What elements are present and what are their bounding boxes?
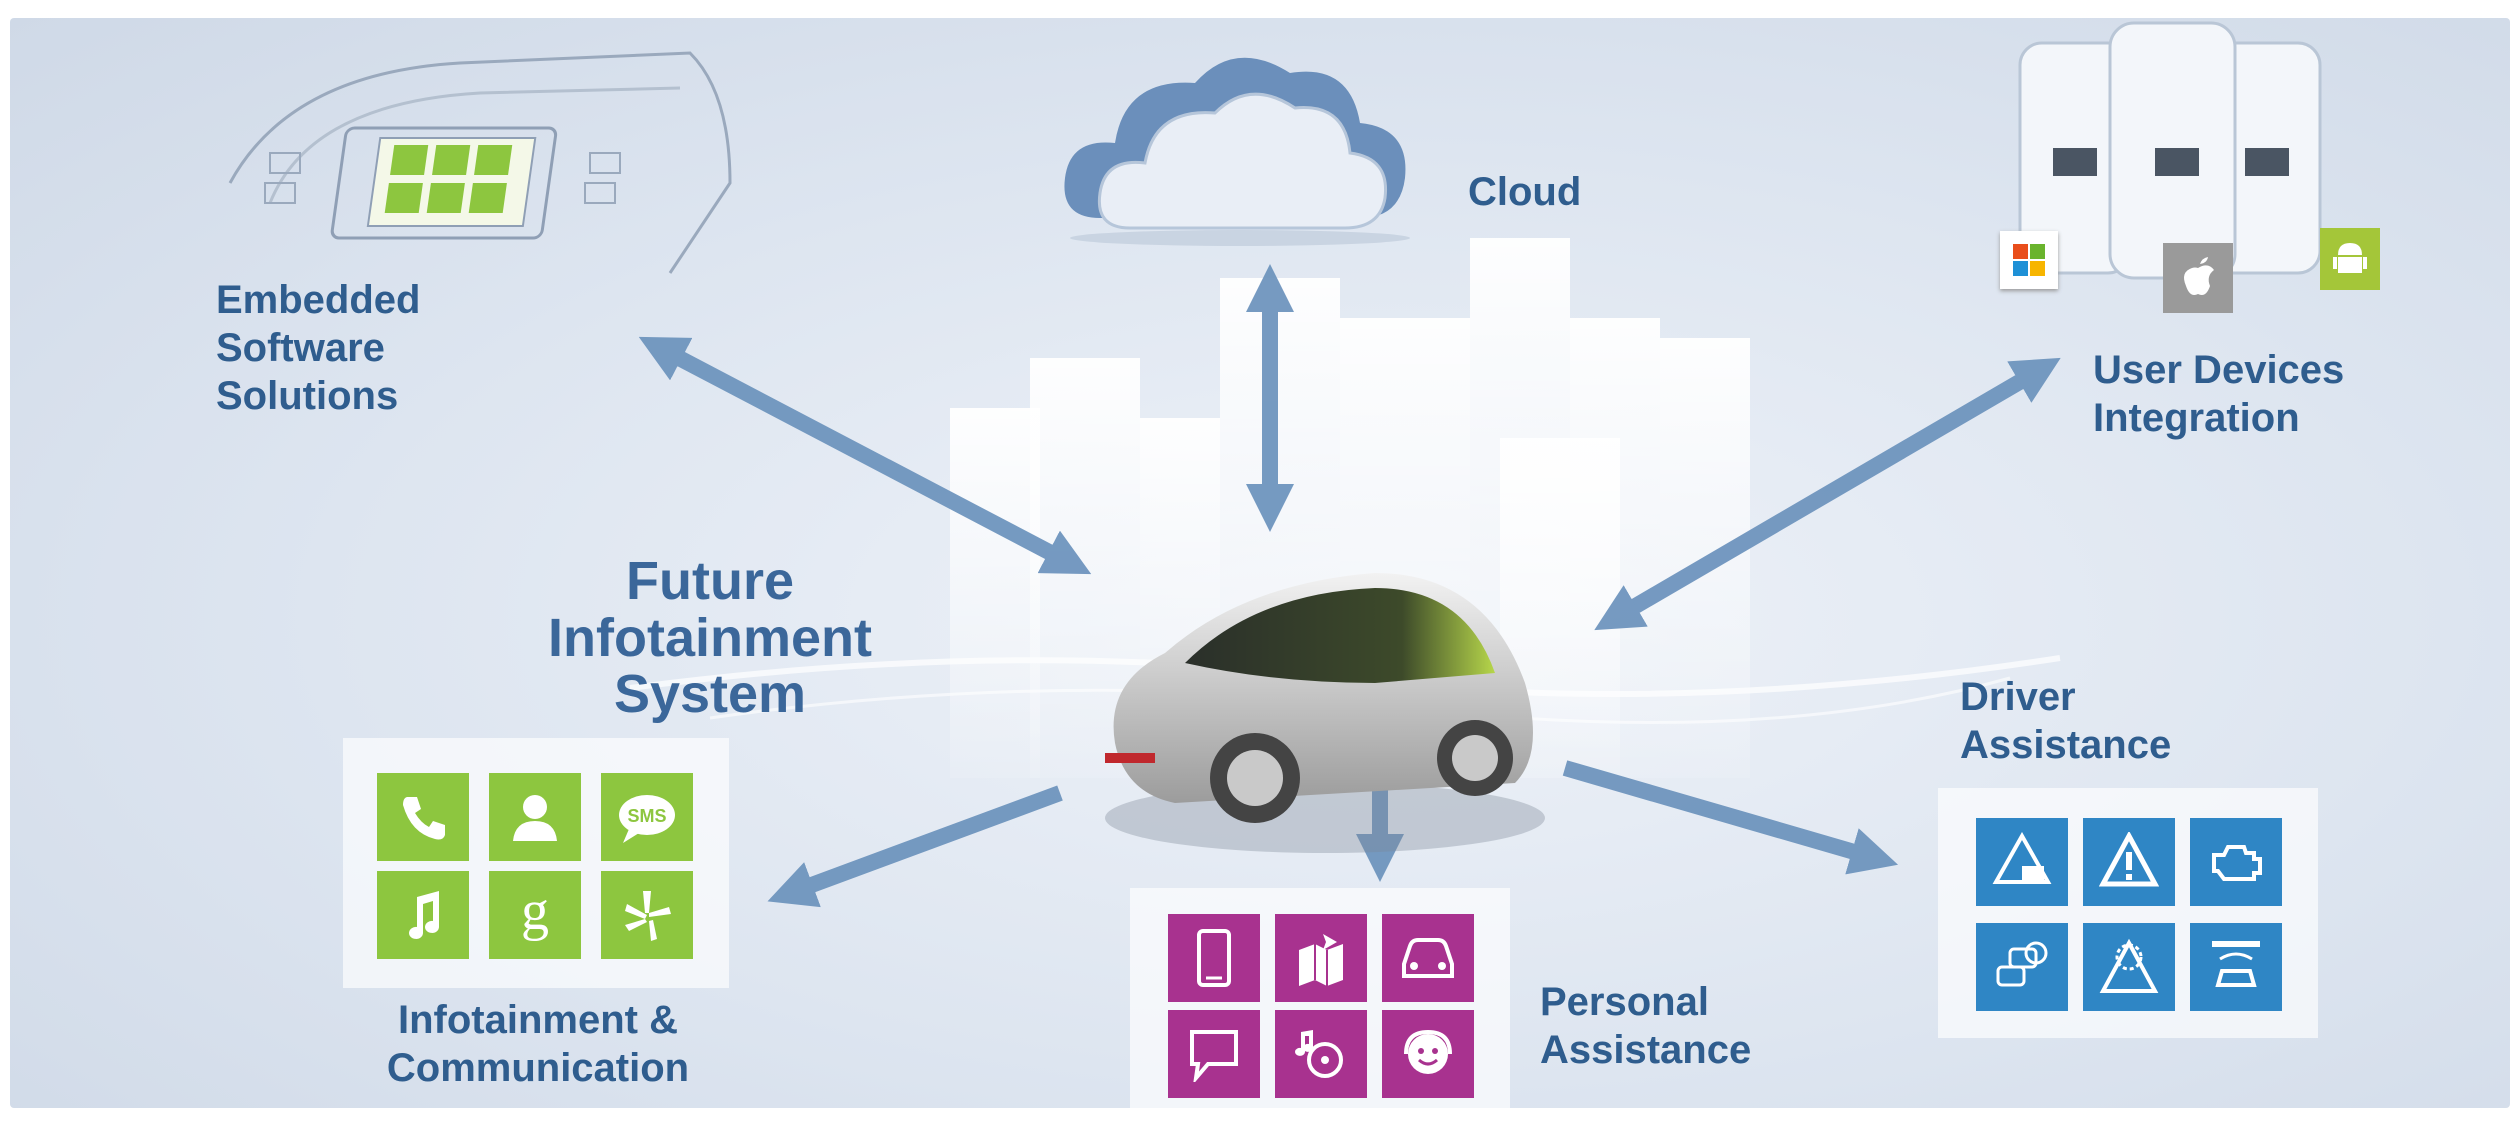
chat-bubble-icon [1168, 1010, 1260, 1098]
sms-icon: SMS [601, 773, 693, 861]
google-icon: g [489, 871, 581, 959]
infotainment-label: Infotainment & Communication [386, 998, 690, 1090]
personal-assistance-tile-panel [1130, 888, 1510, 1108]
infotainment-tile-panel: SMS g [343, 738, 729, 988]
driver-assistance-label: Driver Assistance [1960, 675, 2172, 767]
lane-warning-icon [1976, 818, 2068, 906]
arrow-car-infotainment [767, 785, 1063, 908]
driver-assistance-tile-panel [1938, 788, 2318, 1038]
arrow-car-driver [1562, 760, 1899, 875]
connection-arrows [638, 264, 2061, 908]
windows-icon [2000, 231, 2058, 289]
arrow-embedded-car [638, 336, 1092, 575]
contact-icon [489, 773, 581, 861]
dashboard-screen-icon [228, 51, 732, 274]
traffic-jam-icon [1976, 923, 2068, 1011]
phone-icon [377, 773, 469, 861]
map-icon [1275, 914, 1367, 1002]
svg-text:g: g [521, 883, 549, 942]
cloud-icon [1064, 57, 1410, 246]
arrow-devices-car [1594, 357, 2061, 631]
svg-text:SMS: SMS [627, 806, 666, 826]
android-icon [2320, 228, 2380, 290]
personal-assistance-label: Personal Assistance [1540, 980, 1752, 1072]
apple-icon [2163, 243, 2233, 313]
diagram-title: Future Infotainment System [548, 551, 872, 725]
user-devices-label: User Devices Integration [2093, 348, 2345, 440]
concept-car-image [1105, 573, 1545, 853]
car-icon [1382, 914, 1474, 1002]
assistant-icon [1382, 1010, 1474, 1098]
warning-triangle-icon [2083, 818, 2175, 906]
car-sensor-icon [2190, 923, 2282, 1011]
engine-icon [2190, 818, 2282, 906]
diagram-canvas: Cloud Embedded Software Solutions [10, 18, 2510, 1108]
cloud-label: Cloud [1468, 170, 1582, 214]
yelp-icon [601, 871, 693, 959]
smartphone-icon [1168, 914, 1260, 1002]
embedded-software-label: Embedded Software Solutions [216, 278, 421, 418]
media-icon [1275, 1010, 1367, 1098]
smartphone-icon [2018, 21, 2322, 280]
music-icon [377, 871, 469, 959]
speed-sign-icon [2083, 923, 2175, 1011]
